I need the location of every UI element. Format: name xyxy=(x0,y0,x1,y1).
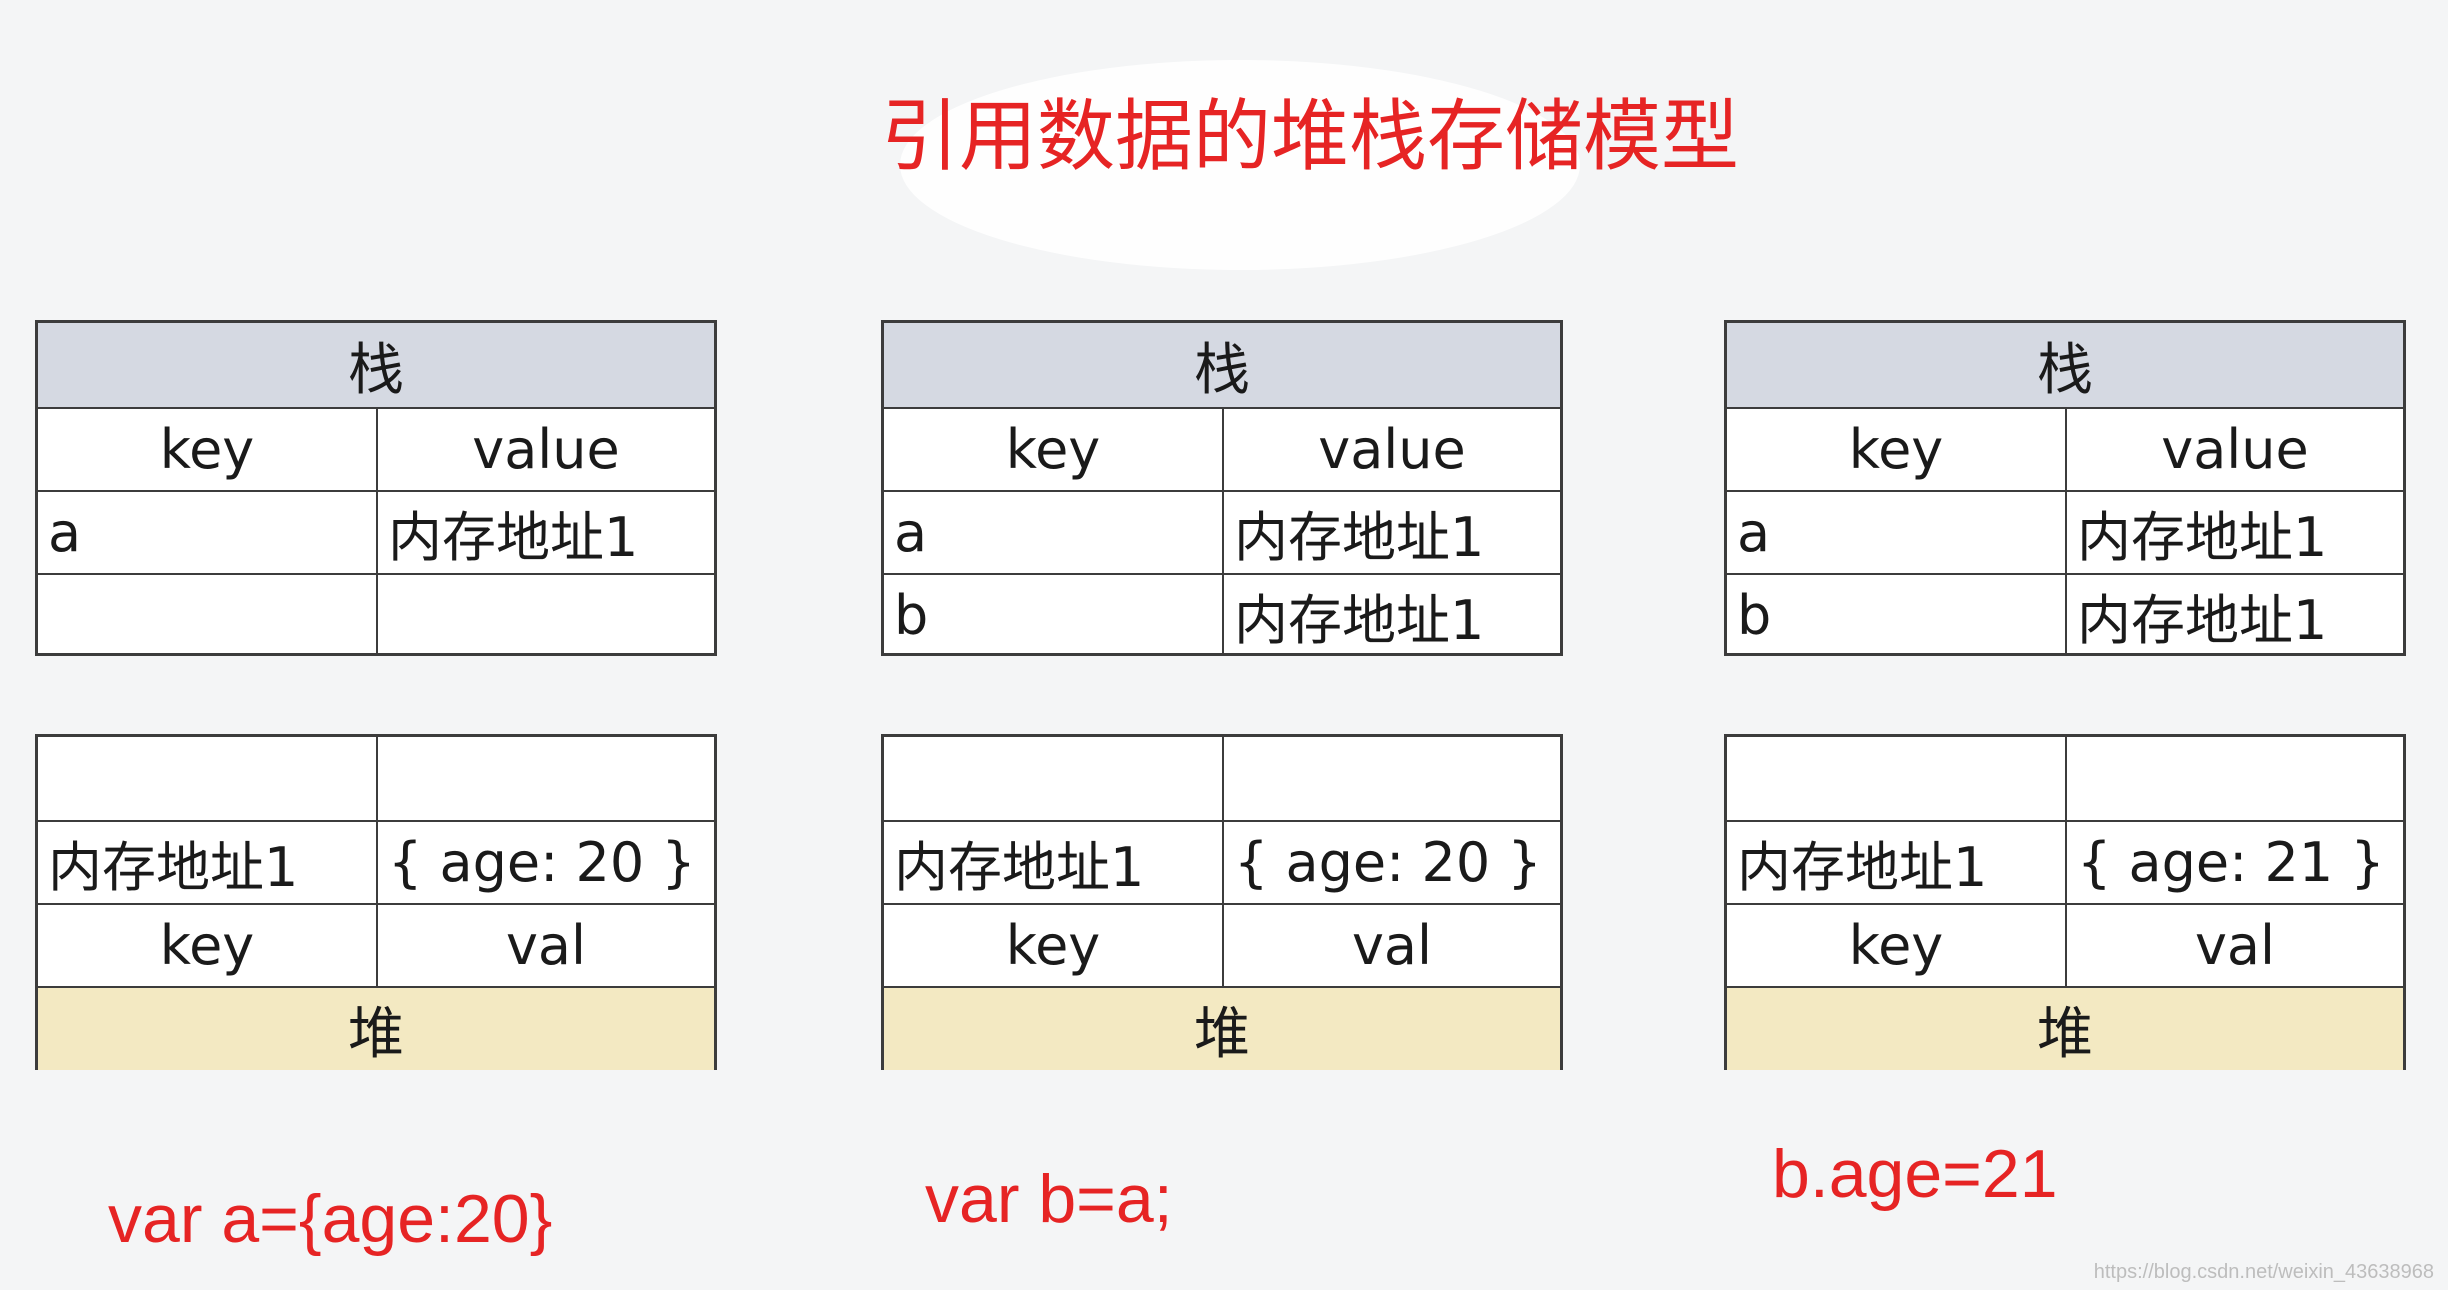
heap-label: 堆 xyxy=(1727,986,2403,1070)
stack-key-cell: a xyxy=(48,501,82,564)
heap-table: 内存地址1 { age: 20 } key val 堆 xyxy=(881,734,1563,1070)
stack-row: b 内存地址1 xyxy=(884,573,1560,656)
stack-header-row: key value xyxy=(1727,407,2403,490)
heap-val-header: val xyxy=(2065,905,2403,986)
stack-value-header: value xyxy=(376,409,714,490)
stack-label: 栈 xyxy=(1727,323,2403,407)
stack-header-row: key value xyxy=(38,407,714,490)
stack-value-cell: 内存地址1 xyxy=(2065,492,2403,573)
stack-key-cell: b xyxy=(894,584,929,647)
stack-header-row: key value xyxy=(884,407,1560,490)
caption-step-3: b.age=21 xyxy=(1772,1136,2058,1212)
heap-header-row: key val xyxy=(1727,903,2403,986)
heap-table: 内存地址1 { age: 20 } key val 堆 xyxy=(35,734,717,1070)
stack-row: a 内存地址1 xyxy=(884,490,1560,573)
heap-val-header: val xyxy=(1222,905,1560,986)
heap-header-row: key val xyxy=(38,903,714,986)
heap-key-cell: 内存地址1 xyxy=(48,836,299,899)
stack-row: a 内存地址1 xyxy=(38,490,714,573)
heap-label: 堆 xyxy=(38,986,714,1070)
stack-table: 栈 key value a 内存地址1 b 内存地址1 xyxy=(1724,320,2406,656)
stack-value-cell: 内存地址1 xyxy=(376,492,714,573)
stack-key-cell xyxy=(38,575,376,656)
heap-val-cell: { age: 20 } xyxy=(376,822,714,903)
heap-key-header: key xyxy=(1005,914,1101,977)
stack-value-header: value xyxy=(1222,409,1560,490)
heap-table: 内存地址1 { age: 21 } key val 堆 xyxy=(1724,734,2406,1070)
caption-step-2: var b=a; xyxy=(925,1161,1173,1237)
heap-val-cell xyxy=(1222,737,1560,820)
caption-step-1: var a={age:20} xyxy=(108,1181,553,1257)
stack-row: b 内存地址1 xyxy=(1727,573,2403,656)
heap-key-cell xyxy=(1727,737,2065,820)
stack-key-header: key xyxy=(159,418,255,481)
stack-key-cell: a xyxy=(1737,501,1771,564)
heap-row: 内存地址1 { age: 21 } xyxy=(1727,820,2403,903)
heap-header-row: key val xyxy=(884,903,1560,986)
stack-value-cell: 内存地址1 xyxy=(2065,575,2403,656)
heap-key-cell xyxy=(38,737,376,820)
stack-value-header: value xyxy=(2065,409,2403,490)
stack-value-cell: 内存地址1 xyxy=(1222,575,1560,656)
heap-row: 内存地址1 { age: 20 } xyxy=(884,820,1560,903)
heap-key-header: key xyxy=(1848,914,1944,977)
heap-row xyxy=(884,737,1560,820)
stack-key-cell: b xyxy=(1737,584,1772,647)
heap-row: 内存地址1 { age: 20 } xyxy=(38,820,714,903)
stack-table: 栈 key value a 内存地址1 b 内存地址1 xyxy=(881,320,1563,656)
stack-value-cell xyxy=(376,575,714,656)
heap-val-cell: { age: 21 } xyxy=(2065,822,2403,903)
diagram-title: 引用数据的堆栈存储模型 xyxy=(880,92,1739,182)
heap-row xyxy=(38,737,714,820)
heap-val-header: val xyxy=(376,905,714,986)
stack-label: 栈 xyxy=(884,323,1560,407)
heap-row xyxy=(1727,737,2403,820)
stack-table: 栈 key value a 内存地址1 xyxy=(35,320,717,656)
watermark: https://blog.csdn.net/weixin_43638968 xyxy=(2093,1261,2434,1283)
stack-key-header: key xyxy=(1005,418,1101,481)
heap-key-cell: 内存地址1 xyxy=(894,836,1145,899)
stack-label: 栈 xyxy=(38,323,714,407)
stack-key-header: key xyxy=(1848,418,1944,481)
stack-value-cell: 内存地址1 xyxy=(1222,492,1560,573)
stack-row xyxy=(38,573,714,656)
heap-val-cell xyxy=(376,737,714,820)
heap-key-header: key xyxy=(159,914,255,977)
heap-label: 堆 xyxy=(884,986,1560,1070)
heap-key-cell xyxy=(884,737,1222,820)
heap-key-cell: 内存地址1 xyxy=(1737,836,1988,899)
stack-key-cell: a xyxy=(894,501,928,564)
heap-val-cell: { age: 20 } xyxy=(1222,822,1560,903)
stack-row: a 内存地址1 xyxy=(1727,490,2403,573)
heap-val-cell xyxy=(2065,737,2403,820)
title-highlight xyxy=(900,60,1580,270)
